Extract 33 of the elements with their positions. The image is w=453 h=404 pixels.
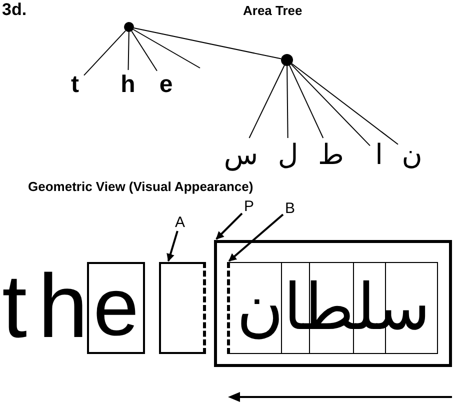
callout-letter: P [242,198,256,215]
section-heading: Area Tree [243,4,302,17]
leaf-letter: e [157,70,175,100]
space-area-box [159,262,206,354]
leaf-letter: h [119,70,137,100]
leaf-letter: ل [276,138,300,172]
tree-branch-line [132,29,200,68]
tree-node-dot [281,54,293,66]
tree-branch-line [290,64,370,146]
tree-branch-line [131,30,158,72]
tree-branch-line [286,66,288,138]
glyph-text: t [2,262,28,352]
tree-node-dot [124,22,134,32]
tree-branch-line [84,30,126,76]
figure-number: 3d. [2,1,27,18]
leader-arrow [216,212,243,240]
section-heading: Geometric View (Visual Appearance) [28,180,254,193]
leaf-letter: ا [370,138,388,172]
leader-arrow [228,214,284,262]
leader-arrow [166,230,178,262]
leaf-letter: ن [398,138,426,172]
leaf-letter: t [66,70,84,100]
tree-branch-line [248,64,285,138]
leaf-letter: س [226,138,256,172]
callout-letter: A [173,214,187,231]
tree-branch-line [289,64,324,138]
leaf-letter: ط [316,138,346,172]
glyph-area-box: e [87,262,145,354]
tree-branch-line [128,32,130,70]
callout-letter: B [283,200,297,217]
tree-branch-line [133,28,282,60]
glyph-text: h [38,262,88,352]
tree-branch-line [291,63,398,145]
